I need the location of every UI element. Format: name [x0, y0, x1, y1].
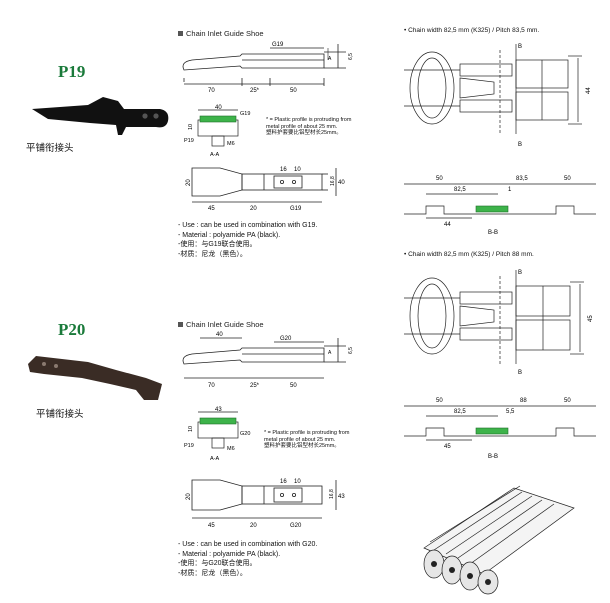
svg-text:45: 45 [208, 523, 215, 529]
svg-text:70: 70 [208, 383, 215, 389]
p19-notes: - Use : can be used in combination with … [178, 222, 318, 258]
p20-side-view-drawing: 40 G20 A 70 25* 50 6,5 [182, 332, 354, 389]
svg-text:25*: 25* [250, 383, 260, 389]
chain1-assembly-drawing: B B 44 50 83,5 50 82,5 1 44 B-B [404, 44, 596, 236]
chain-isometric-drawing [423, 485, 575, 595]
svg-text:10: 10 [294, 167, 301, 173]
svg-text:40: 40 [215, 105, 222, 111]
p19-top-view-drawing: 20 45 20 G19 16 10 40 16,8 [186, 167, 345, 212]
svg-text:43: 43 [338, 494, 345, 500]
p19-product-photo [32, 97, 169, 135]
p19-side-view-drawing: G19 A 70 25* 50 6,5 [182, 42, 354, 94]
svg-text:5,5: 5,5 [506, 409, 515, 415]
svg-text:B: B [518, 142, 522, 148]
p20-top-view-drawing: 20 45 20 G20 16 10 43 16,8 [186, 479, 345, 529]
svg-text:82,5: 82,5 [454, 409, 466, 415]
svg-text:A: A [328, 56, 332, 62]
svg-text:45: 45 [588, 315, 594, 322]
svg-text:16: 16 [280, 479, 287, 485]
p19-section-title: Chain Inlet Guide Shoe [178, 29, 264, 38]
p20-footnote: * = Plastic profile is protruding from m… [264, 430, 350, 449]
svg-text:43: 43 [215, 407, 222, 413]
svg-text:A-A: A-A [210, 152, 220, 158]
svg-text:B: B [518, 44, 522, 50]
svg-text:B: B [518, 370, 522, 376]
svg-text:70: 70 [208, 88, 215, 94]
svg-text:16,8: 16,8 [330, 176, 336, 186]
svg-text:A-A: A-A [210, 456, 220, 462]
svg-text:20: 20 [250, 206, 257, 212]
model-title-p19: P19 [58, 62, 86, 81]
svg-text:88: 88 [520, 398, 527, 404]
svg-text:G20: G20 [280, 336, 292, 342]
svg-text:P19: P19 [184, 443, 194, 449]
svg-text:44: 44 [586, 87, 592, 94]
chain1-title: • Chain width 82,5 mm (K325) / Pitch 83,… [404, 27, 540, 34]
chain2-title: • Chain width 82,5 mm (K325) / Pitch 88 … [404, 251, 534, 258]
svg-text:B-B: B-B [488, 454, 498, 460]
svg-text:50: 50 [436, 176, 443, 182]
svg-text:45: 45 [208, 206, 215, 212]
svg-text:50: 50 [436, 398, 443, 404]
svg-text:10: 10 [188, 426, 194, 432]
p20-chinese-name: 平铺衔接头 [36, 409, 84, 420]
svg-text:20: 20 [186, 493, 192, 500]
svg-text:G19: G19 [290, 206, 302, 212]
p19-chinese-name: 平铺衔接头 [26, 143, 74, 154]
svg-text:1: 1 [508, 187, 512, 193]
svg-text:6,5: 6,5 [348, 53, 354, 60]
svg-text:40: 40 [216, 332, 223, 338]
svg-text:16,8: 16,8 [329, 489, 335, 499]
svg-text:P19: P19 [184, 138, 194, 144]
svg-text:50: 50 [564, 176, 571, 182]
svg-text:50: 50 [290, 88, 297, 94]
p19-footnote: * = Plastic profile is protruding from m… [266, 117, 352, 136]
svg-text:82,5: 82,5 [454, 187, 466, 193]
svg-text:16: 16 [280, 167, 287, 173]
svg-text:G19: G19 [272, 42, 284, 48]
svg-text:M6: M6 [227, 446, 235, 452]
svg-text:20: 20 [186, 179, 192, 186]
svg-text:40: 40 [338, 180, 345, 186]
svg-text:G19: G19 [240, 111, 250, 117]
model-title-p20: P20 [58, 320, 86, 339]
p20-notes: - Use : can be used in combination with … [178, 541, 318, 577]
p19-cross-section-drawing: 40 G19 10 P19 M6 A-A [184, 105, 250, 158]
svg-text:50: 50 [290, 383, 297, 389]
svg-text:45: 45 [444, 444, 451, 450]
p20-cross-section-drawing: 43 G20 10 P19 M6 A-A [184, 407, 250, 462]
svg-text:G20: G20 [240, 431, 250, 437]
svg-text:44: 44 [444, 222, 451, 228]
svg-text:6,5: 6,5 [348, 347, 354, 354]
svg-text:B-B: B-B [488, 230, 498, 236]
svg-text:25*: 25* [250, 88, 260, 94]
svg-text:10: 10 [294, 479, 301, 485]
svg-text:B: B [518, 270, 522, 276]
svg-text:10: 10 [188, 124, 194, 130]
svg-text:83,5: 83,5 [516, 176, 528, 182]
svg-text:20: 20 [250, 523, 257, 529]
svg-text:50: 50 [564, 398, 571, 404]
svg-text:G20: G20 [290, 523, 302, 529]
p20-product-photo [28, 356, 162, 400]
chain2-assembly-drawing: B B 45 50 88 50 82,5 5,5 45 B-B [404, 270, 596, 460]
p20-section-title: Chain Inlet Guide Shoe [178, 320, 264, 329]
svg-text:A: A [328, 350, 332, 356]
svg-text:M6: M6 [227, 141, 235, 147]
